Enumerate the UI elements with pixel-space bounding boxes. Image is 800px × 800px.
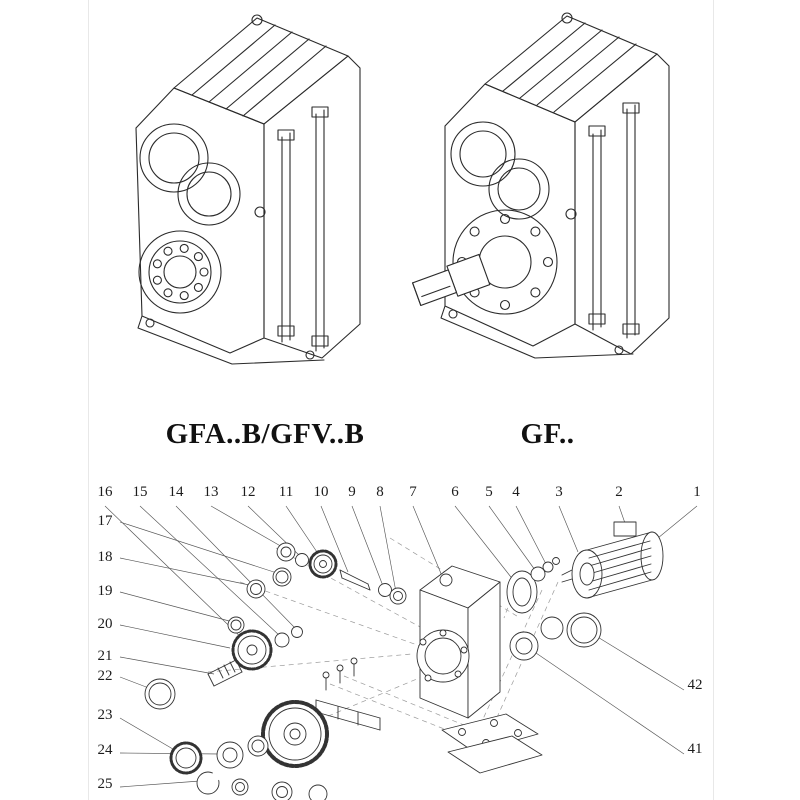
input-shaft-parts [227, 542, 407, 634]
housing-front-face [444, 83, 576, 347]
housing-side-panel [565, 53, 670, 355]
callout-3: 3 [555, 484, 563, 500]
gear-housing [416, 565, 501, 719]
callout-19: 19 [97, 583, 113, 599]
page-left-edge [88, 0, 89, 800]
output-flange [452, 209, 558, 315]
output-bearing [138, 230, 222, 314]
motor-side-parts [506, 557, 602, 661]
housing-base [137, 315, 325, 365]
eyebolt-hole [561, 12, 573, 24]
housing-front-face [135, 87, 265, 354]
callout-12: 12 [240, 484, 256, 500]
output-shaft [412, 253, 491, 306]
callout-7: 7 [409, 484, 417, 500]
callout-2: 2 [615, 484, 623, 500]
callout-11: 11 [278, 484, 294, 500]
callout-1: 1 [693, 484, 701, 500]
callout-21: 21 [97, 648, 113, 664]
housing-top-ribs [173, 14, 349, 125]
callout-6: 6 [451, 484, 459, 500]
callout-23: 23 [97, 707, 113, 723]
callout-13: 13 [203, 484, 219, 500]
fastener-studs [322, 657, 358, 691]
callout-15: 15 [132, 484, 148, 500]
callout-17: 17 [97, 513, 113, 529]
callout-9: 9 [348, 484, 356, 500]
callout-10: 10 [313, 484, 329, 500]
callout-20: 20 [97, 616, 113, 632]
callout-42: 42 [687, 677, 703, 693]
intermediate-gear-parts [144, 626, 303, 710]
model-label-right: GF.. [520, 418, 575, 450]
housing-top-ribs [484, 12, 658, 123]
callout-8: 8 [376, 484, 384, 500]
page-right-edge [713, 0, 714, 800]
exploded-diagram [104, 505, 698, 800]
gearbox-drawing-left [135, 14, 361, 365]
callout-14: 14 [168, 484, 184, 500]
callout-18: 18 [97, 549, 113, 565]
callout-16: 16 [97, 484, 113, 500]
leader-lines [104, 505, 698, 788]
mounting-plate-and-gasket [441, 713, 543, 774]
output-gear-parts [169, 699, 381, 800]
callout-22: 22 [97, 668, 113, 684]
eyebolt-hole [251, 14, 263, 26]
motor [561, 521, 664, 599]
callout-25: 25 [97, 776, 113, 792]
callout-5: 5 [485, 484, 493, 500]
housing-side-panel [254, 55, 361, 359]
callout-24: 24 [97, 742, 113, 758]
callout-41: 41 [687, 741, 703, 757]
gearbox-drawing-right [412, 12, 670, 359]
housing-base [440, 305, 634, 359]
model-label-left: GFA..B/GFV..B [165, 418, 365, 450]
callout-4: 4 [512, 484, 520, 500]
